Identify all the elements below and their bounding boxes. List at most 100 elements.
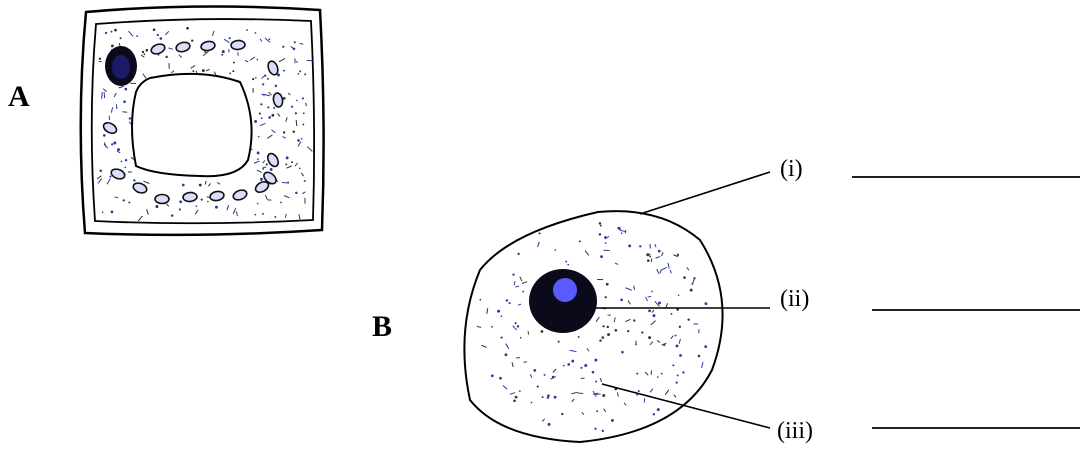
granule [262,83,264,85]
granule [501,315,503,317]
granule [146,49,149,52]
granule [304,180,306,182]
cell-membrane-b [464,211,722,442]
granule [687,318,689,320]
granule [233,62,235,64]
granule [639,245,641,247]
granule [600,255,603,258]
granule [191,39,193,41]
granule [142,51,144,53]
granule [698,355,701,358]
granule [595,380,597,382]
granule [286,156,289,159]
granule [99,58,101,60]
granule [256,59,258,61]
granule [257,151,260,154]
granule [611,419,614,422]
granule [661,373,663,375]
granule [693,277,695,279]
granule [517,253,519,255]
granule [179,208,181,210]
granule [513,399,516,402]
granule [479,299,481,301]
granule [102,92,103,99]
granule [607,326,609,328]
granule [651,291,653,293]
granule [520,337,522,339]
granule [578,393,583,394]
granule [293,131,295,133]
granule [125,159,127,161]
granule [274,216,276,218]
granule [129,117,131,119]
granule [258,136,260,138]
granule [541,330,544,333]
granule [497,310,500,313]
granule [229,72,231,74]
granule [259,113,261,115]
granule [229,37,231,39]
granule [124,88,127,91]
granule [293,47,296,50]
granule [634,286,635,290]
granule [506,299,508,301]
granule [252,78,254,80]
granule [677,254,679,256]
granule [620,299,623,302]
granule [111,44,114,47]
figure-label-b: B [372,310,392,344]
granule [254,120,257,123]
granule [120,37,122,39]
granule [299,168,301,170]
granule [128,202,130,204]
callout-label-ii: (ii) [780,286,809,313]
granule [491,374,494,377]
granule [649,256,651,258]
granule [651,258,652,261]
granule [111,31,113,33]
granule [512,273,514,275]
granule [619,228,621,230]
granule [628,244,631,247]
granule [524,362,527,363]
granule [648,296,652,297]
granule [295,192,297,194]
granule [578,336,580,338]
chloroplast [183,192,198,202]
granule [222,50,225,53]
granule [519,390,521,392]
granule [294,41,296,43]
nucleolus-b [553,278,577,302]
granule [567,264,569,266]
granule [257,158,259,160]
granule [522,291,524,293]
granule [260,103,262,105]
granule [567,363,570,366]
granule [636,373,638,375]
granule [648,336,651,339]
granule [596,410,598,412]
granule [679,354,682,357]
granule [641,331,643,333]
granule [563,365,565,367]
granule [607,333,610,336]
granule [291,161,293,163]
granule [682,371,684,373]
granule [594,428,596,430]
granule [558,341,560,343]
granule [677,374,679,376]
granule [261,117,263,119]
granule [584,364,587,367]
granule [144,53,146,55]
granule [202,69,205,72]
granule [297,139,300,142]
granule [663,344,665,346]
granule [647,259,650,262]
granule [533,369,536,372]
granule [621,351,624,354]
granule [705,302,708,305]
granule [283,70,285,72]
granule [280,201,282,203]
granule [121,161,123,163]
